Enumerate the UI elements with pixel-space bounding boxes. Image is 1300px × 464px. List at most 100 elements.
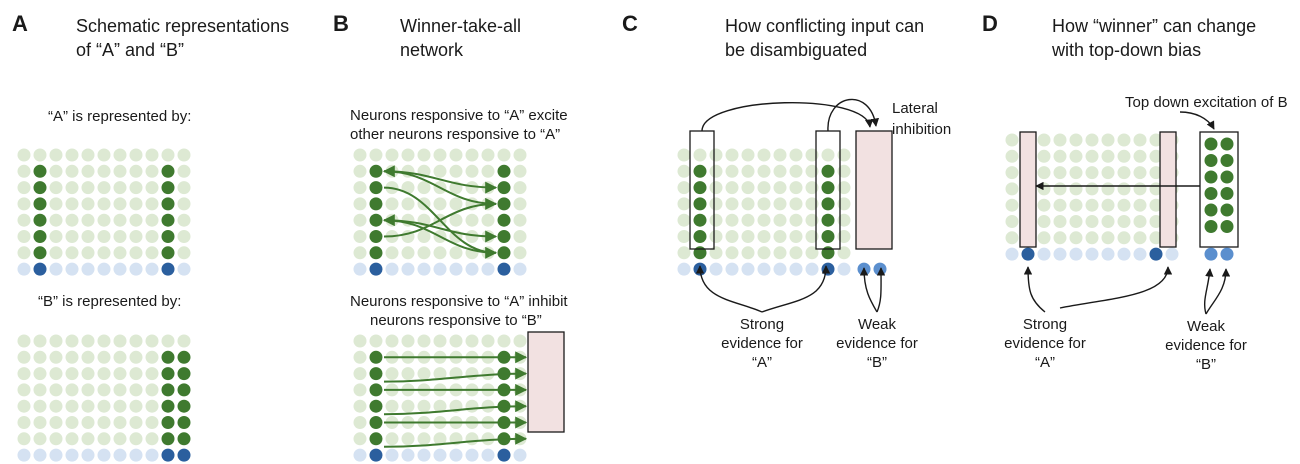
neuron bbox=[49, 399, 63, 413]
neuron bbox=[465, 148, 479, 162]
neuron bbox=[17, 230, 31, 243]
neuron bbox=[677, 213, 691, 227]
input-neuron bbox=[145, 262, 159, 276]
neuron bbox=[385, 367, 399, 381]
neuron bbox=[129, 334, 143, 348]
neuron bbox=[725, 213, 739, 227]
panel-a-title-line1: Schematic representations bbox=[76, 16, 289, 36]
panel-b-label: B bbox=[333, 11, 349, 36]
neuron bbox=[97, 350, 111, 364]
neuron bbox=[677, 230, 691, 243]
neuron bbox=[81, 230, 95, 243]
active-neuron bbox=[161, 350, 175, 364]
neuron bbox=[725, 197, 739, 211]
neuron bbox=[17, 350, 31, 364]
input-neuron-weak bbox=[873, 262, 887, 276]
panel-c-title-line2: be disambiguated bbox=[725, 40, 867, 60]
panel-c-label: C bbox=[622, 11, 638, 36]
input-neuron bbox=[1117, 247, 1131, 261]
neuron bbox=[129, 432, 143, 446]
neuron bbox=[65, 230, 79, 243]
neuron bbox=[81, 246, 95, 260]
caption-inhibit-line1: Neurons responsive to “A” inhibit bbox=[350, 293, 568, 310]
panel-d-title-line1: How “winner” can change bbox=[1052, 16, 1256, 36]
input-neuron bbox=[1069, 247, 1083, 261]
input-neuron bbox=[709, 262, 723, 276]
neuron bbox=[113, 350, 127, 364]
active-neuron bbox=[821, 181, 835, 195]
neuron bbox=[1069, 231, 1083, 245]
active-neuron bbox=[821, 197, 835, 211]
neuron bbox=[465, 367, 479, 381]
neuron bbox=[1085, 182, 1099, 196]
neuron bbox=[513, 148, 527, 162]
neuron bbox=[145, 164, 159, 178]
neuron bbox=[401, 246, 415, 260]
neuron bbox=[145, 181, 159, 195]
suppressed-a-box-right bbox=[1159, 131, 1177, 248]
input-neuron bbox=[433, 262, 447, 276]
input-neuron bbox=[1101, 247, 1115, 261]
input-neuron bbox=[1053, 247, 1067, 261]
input-neuron bbox=[513, 262, 527, 276]
neuron bbox=[417, 181, 431, 195]
neuron bbox=[145, 399, 159, 413]
neuron bbox=[129, 197, 143, 211]
neuron bbox=[145, 383, 159, 397]
input-neuron bbox=[449, 448, 463, 462]
neuron bbox=[1149, 198, 1163, 212]
neuron bbox=[65, 213, 79, 227]
neuron bbox=[757, 246, 771, 260]
active-neuron bbox=[369, 230, 383, 243]
neuron bbox=[353, 230, 367, 243]
neuron bbox=[353, 213, 367, 227]
active-neuron bbox=[1220, 220, 1234, 233]
neuron bbox=[1053, 149, 1067, 163]
input-neuron bbox=[433, 448, 447, 462]
neuron bbox=[1085, 231, 1099, 245]
neuron bbox=[1005, 149, 1019, 163]
neuron bbox=[1133, 231, 1147, 245]
neuron bbox=[385, 246, 399, 260]
neuron bbox=[177, 213, 191, 227]
neuron bbox=[129, 383, 143, 397]
active-neuron bbox=[161, 197, 175, 211]
neuron bbox=[177, 230, 191, 243]
neuron bbox=[113, 367, 127, 381]
neuron bbox=[1117, 149, 1131, 163]
active-neuron bbox=[161, 432, 175, 446]
neuron bbox=[17, 367, 31, 381]
caption-d-strong-line3: “A” bbox=[1035, 354, 1055, 371]
neuron bbox=[17, 383, 31, 397]
neuron bbox=[1117, 182, 1131, 196]
active-neuron bbox=[33, 181, 47, 195]
neuron bbox=[1101, 166, 1115, 180]
active-neuron bbox=[177, 350, 191, 364]
panel-c-title-line1: How conflicting input can bbox=[725, 16, 924, 36]
input-neuron bbox=[1085, 247, 1099, 261]
neuron bbox=[145, 148, 159, 162]
neuron bbox=[465, 334, 479, 348]
neuron bbox=[741, 148, 755, 162]
neuron bbox=[821, 148, 835, 162]
neuron bbox=[353, 164, 367, 178]
active-neuron bbox=[369, 432, 383, 446]
neuron bbox=[353, 432, 367, 446]
neuron bbox=[837, 148, 851, 162]
neuron bbox=[113, 197, 127, 211]
neuron bbox=[113, 432, 127, 446]
neuron bbox=[401, 148, 415, 162]
neuron bbox=[81, 148, 95, 162]
neuron bbox=[81, 399, 95, 413]
weak-evidence-arrow bbox=[1203, 268, 1214, 315]
neuron bbox=[49, 164, 63, 178]
caption-d-strong-line2: evidence for bbox=[1004, 335, 1086, 352]
grid-disambiguation bbox=[677, 148, 851, 276]
input-neuron bbox=[725, 262, 739, 276]
neuron bbox=[97, 213, 111, 227]
neuron bbox=[417, 230, 431, 243]
neuron bbox=[433, 334, 447, 348]
neuron bbox=[1053, 198, 1067, 212]
caption-d-strong-line1: Strong bbox=[1023, 316, 1067, 333]
active-neuron bbox=[497, 164, 511, 178]
